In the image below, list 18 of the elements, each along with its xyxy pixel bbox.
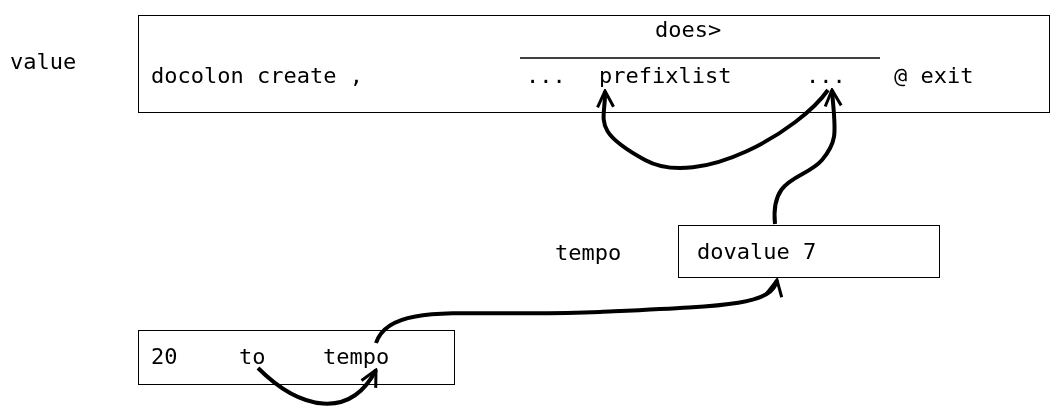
word-box [138, 330, 455, 385]
code-word: does> [655, 17, 722, 43]
arrow [772, 88, 843, 225]
word-box [138, 15, 1050, 113]
word-label: value [10, 49, 77, 75]
arrow [256, 366, 378, 406]
arrow [595, 88, 830, 170]
code-word: docolon create , [151, 63, 363, 89]
code-word: prefixlist [599, 63, 732, 89]
code-word: tempo [323, 344, 390, 370]
code-word: to [239, 344, 266, 370]
code-word: ... [526, 63, 566, 89]
word-box: dovalue 7 [678, 225, 940, 278]
word-label: tempo [555, 240, 622, 266]
code-word: @ exit [894, 63, 974, 89]
code-word: 20 [151, 344, 178, 370]
arrow [374, 278, 781, 344]
code-word: ... [806, 63, 846, 89]
